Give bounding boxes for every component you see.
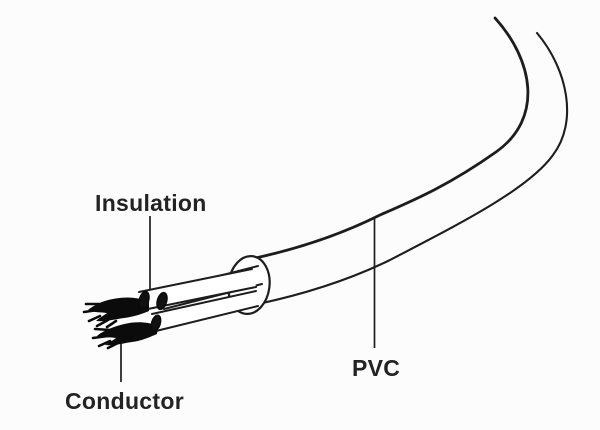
- conductor-strand: [106, 341, 120, 350]
- conductor-strand: [93, 327, 112, 332]
- conductor-strands-bottom: [97, 322, 158, 346]
- conductor-strand: [82, 308, 100, 314]
- strand-bundle: [97, 322, 158, 346]
- conductor-strand: [87, 314, 102, 323]
- pvc-label: PVC: [352, 355, 400, 381]
- conductor-strand: [105, 319, 118, 329]
- cable-jacket-outer-edge: [244, 16, 530, 262]
- wire-outline: [138, 268, 253, 293]
- wire-insulation-end-cap-lower: [150, 314, 162, 332]
- cable-jacket-inner-edge: [256, 31, 569, 306]
- strand-bundle: [88, 297, 149, 322]
- conductor-strand: [95, 318, 110, 328]
- wire-outline: [155, 305, 259, 332]
- wire-body-lower: [152, 291, 258, 331]
- conductor-whiskers-bottom: [91, 327, 120, 350]
- conductor-label: Conductor: [65, 388, 184, 414]
- conductor-strand: [91, 334, 110, 340]
- insulation-label: Insulation: [95, 190, 207, 216]
- labels: Insulation Conductor PVC: [65, 190, 400, 414]
- wire-insulation-end-cap-upper-back: [156, 291, 168, 311]
- leader-lines: [120, 216, 376, 382]
- wire-insulation-end-cap-upper-front: [138, 290, 150, 310]
- conductor-strands-top: [88, 297, 149, 322]
- wire-body-upper-front: [139, 269, 256, 310]
- conductor-whiskers-top: [82, 302, 118, 329]
- cable-artwork: [82, 16, 569, 350]
- wire-outline: [151, 290, 257, 315]
- conductor-strand: [97, 339, 112, 348]
